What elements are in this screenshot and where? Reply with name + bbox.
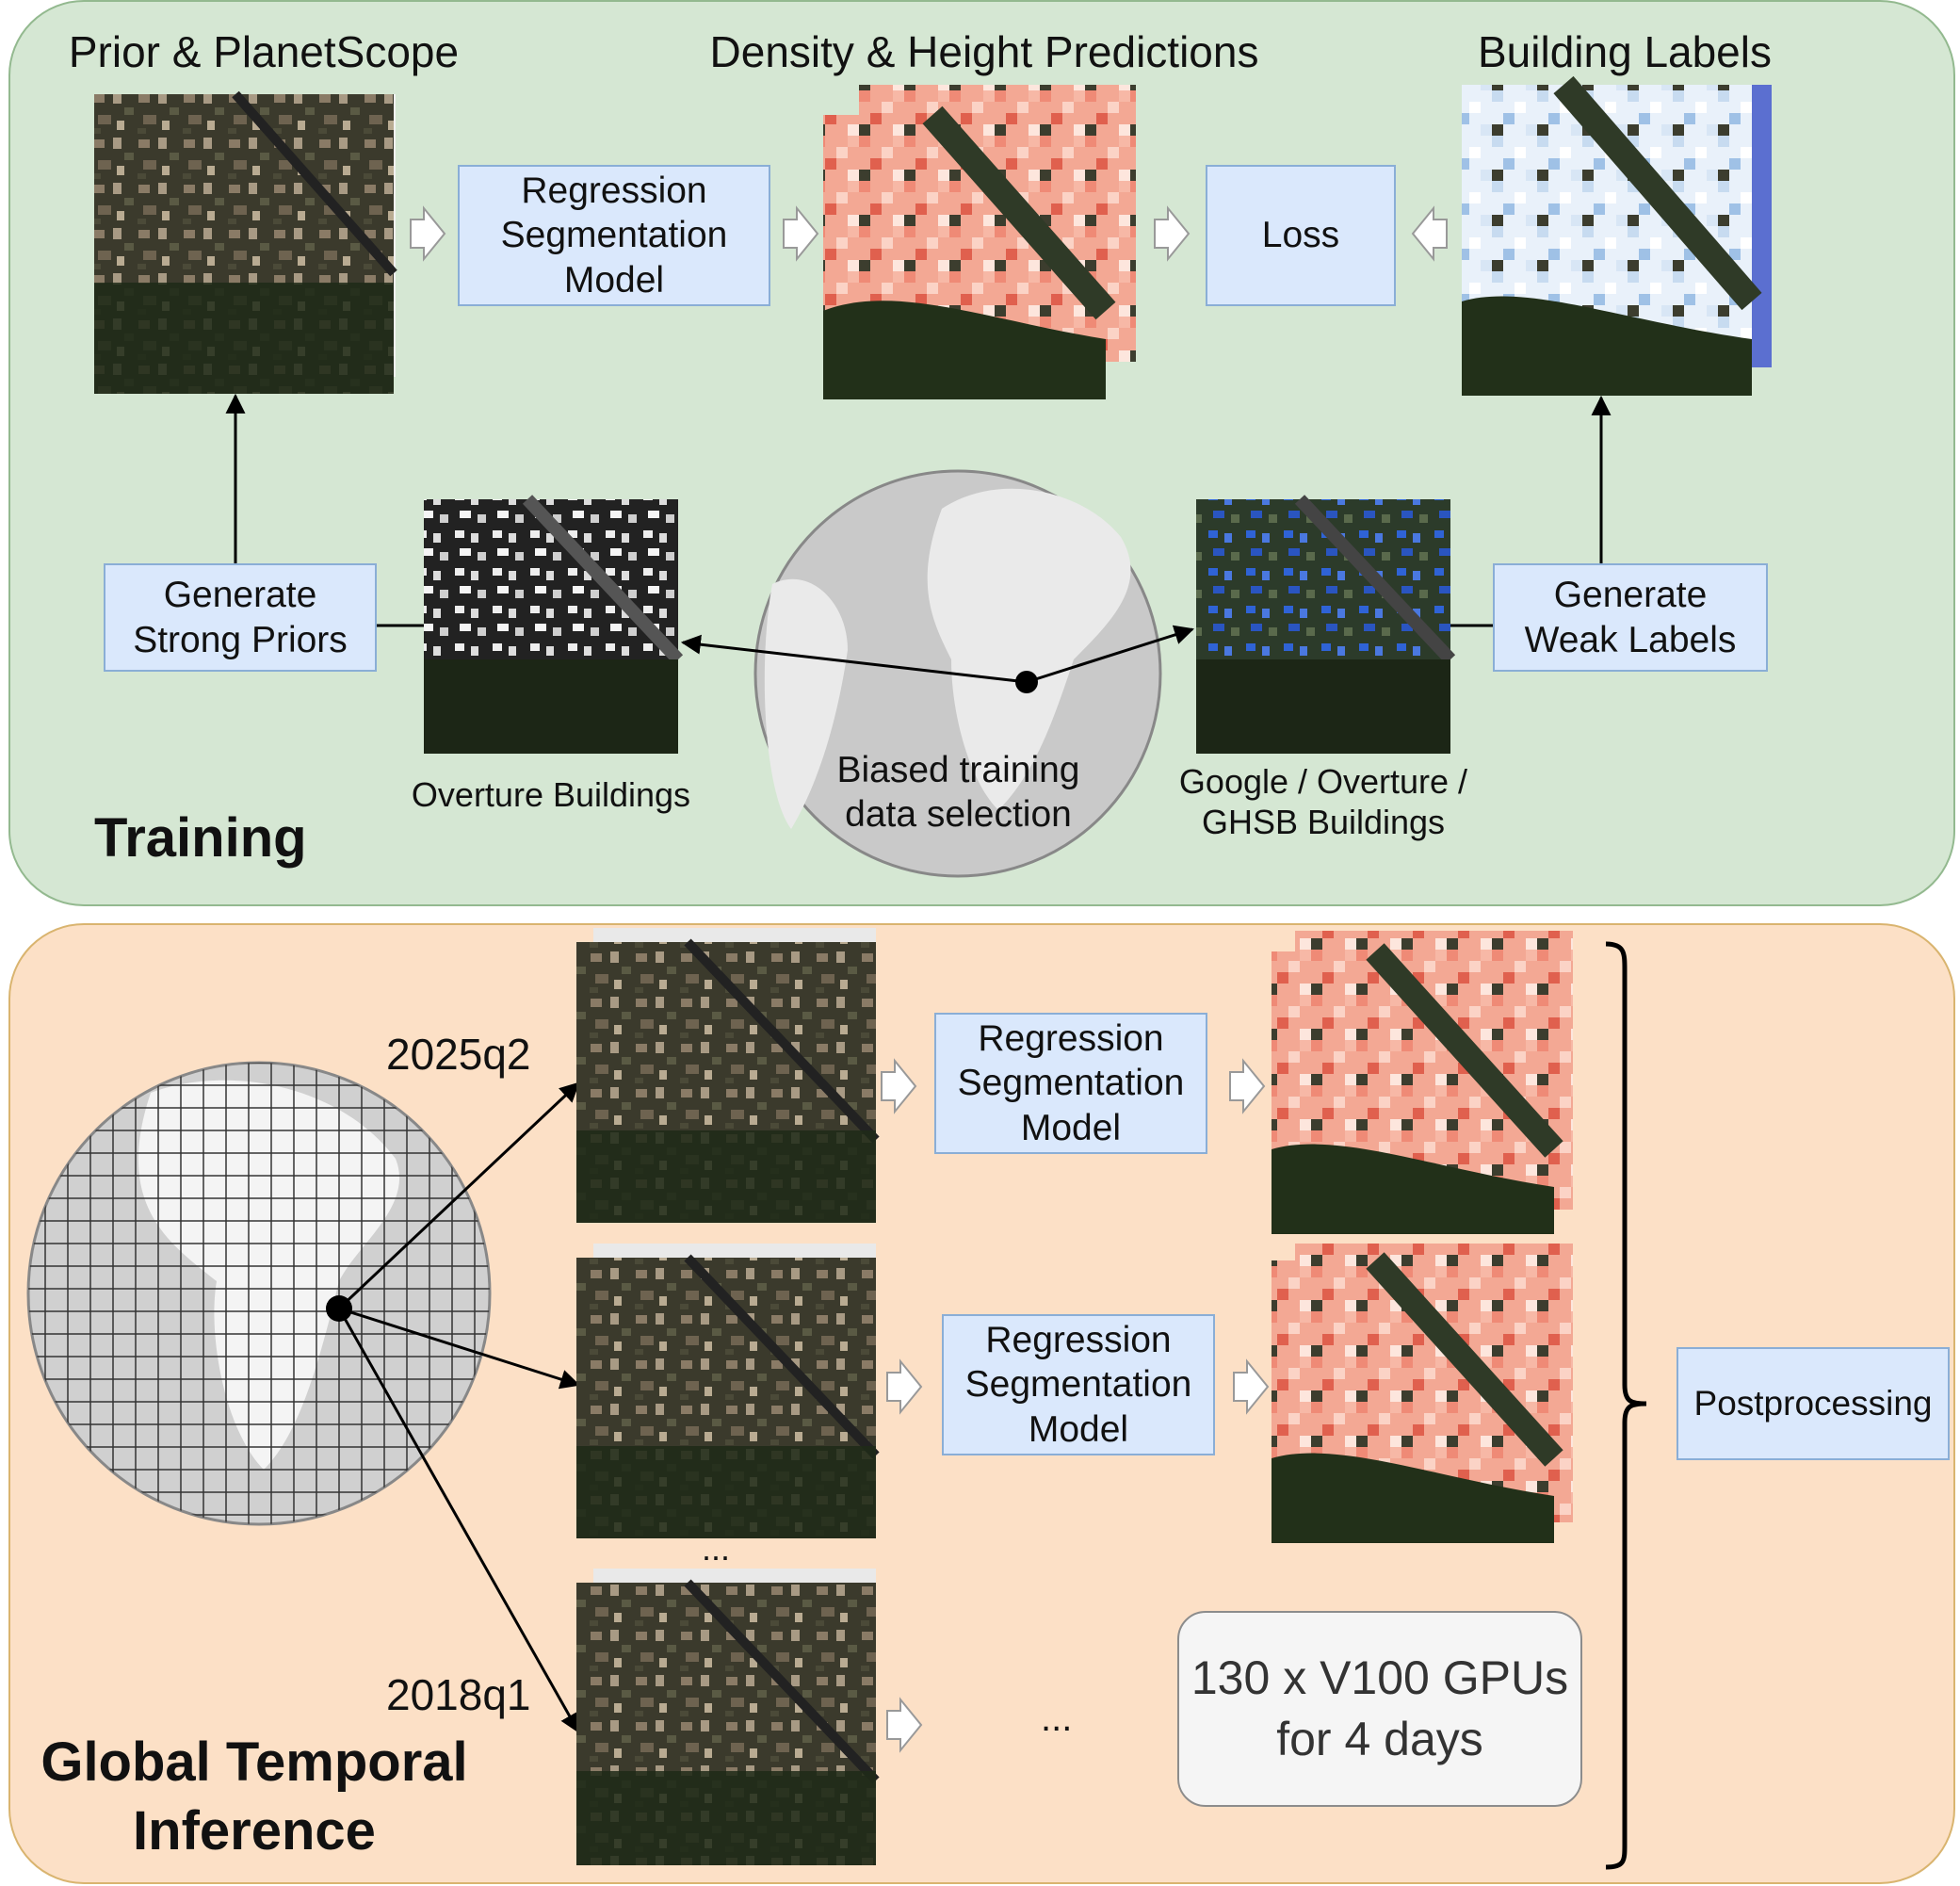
arrow-to-google bbox=[1026, 625, 1195, 684]
inference-model-box-1: Regression Segmentation Model bbox=[934, 1013, 1207, 1154]
block-arrow-inference-5 bbox=[886, 1697, 923, 1753]
globe-caption: Biased training data selection bbox=[836, 750, 1080, 835]
inference-tile-stack-2025q2 bbox=[576, 928, 880, 1223]
inference-model-box-2: Regression Segmentation Model bbox=[942, 1314, 1215, 1455]
google-buildings-tile bbox=[1196, 495, 1456, 754]
google-buildings-caption: Google / Overture / GHSB Buildings bbox=[1178, 762, 1468, 842]
loss-box: Loss bbox=[1206, 165, 1396, 306]
model-ellipsis: ... bbox=[1041, 1698, 1073, 1739]
arrow-to-2018q1 bbox=[337, 1308, 580, 1733]
block-arrow-inference-4 bbox=[1233, 1358, 1270, 1415]
inference-tile-stack-middle bbox=[576, 1244, 880, 1538]
header-density-height-predictions: Density & Height Predictions bbox=[709, 27, 1259, 76]
postprocessing-box: Postprocessing bbox=[1677, 1347, 1950, 1460]
gpu-note-label: 130 x V100 GPUs for 4 days bbox=[1191, 1651, 1569, 1765]
training-model-label: Regression Segmentation Model bbox=[500, 170, 728, 301]
inference-model-label-2: Regression Segmentation Model bbox=[964, 1319, 1192, 1450]
block-arrow-inference-2 bbox=[1229, 1058, 1266, 1114]
block-arrow-inference-3 bbox=[886, 1358, 923, 1415]
prior-planetscope-tile-stack bbox=[94, 90, 397, 394]
inference-prediction-stack-top bbox=[1272, 931, 1573, 1234]
block-arrow-labels-to-loss bbox=[1411, 205, 1448, 262]
inference-title: Global Temporal Inference bbox=[40, 1732, 468, 1862]
overture-buildings-caption: Overture Buildings bbox=[411, 775, 691, 814]
prediction-tile-stack bbox=[823, 85, 1136, 399]
overture-buildings-tile bbox=[424, 495, 684, 754]
generate-weak-labels-box: Generate Weak Labels bbox=[1493, 563, 1768, 672]
building-labels-tile-stack bbox=[1462, 75, 1772, 396]
stack-ellipsis: ... bbox=[702, 1529, 731, 1568]
arrow-to-middle-quarter bbox=[338, 1307, 581, 1390]
header-prior-planetscope: Prior & PlanetScope bbox=[68, 27, 460, 76]
time-label-2018q1: 2018q1 bbox=[386, 1670, 531, 1719]
training-title: Training bbox=[94, 807, 307, 869]
header-building-labels: Building Labels bbox=[1477, 27, 1772, 76]
postprocessing-label: Postprocessing bbox=[1693, 1384, 1933, 1423]
training-location-dot bbox=[1015, 671, 1038, 693]
arrow-to-2025q2 bbox=[337, 1081, 580, 1310]
arrow-to-overture bbox=[680, 634, 1028, 684]
block-arrow-inference-1 bbox=[881, 1058, 917, 1114]
inference-prediction-stack-middle bbox=[1272, 1244, 1573, 1543]
generate-strong-priors-box: Generate Strong Priors bbox=[104, 563, 377, 672]
block-arrow-predictions-to-loss bbox=[1154, 205, 1191, 262]
loss-label: Loss bbox=[1261, 215, 1340, 256]
time-label-2025q2: 2025q2 bbox=[386, 1030, 531, 1079]
inference-model-label-1: Regression Segmentation Model bbox=[957, 1017, 1185, 1148]
weak-labels-label: Generate Weak Labels bbox=[1524, 574, 1737, 660]
inference-globe bbox=[26, 1061, 492, 1526]
training-model-box: Regression Segmentation Model bbox=[458, 165, 770, 306]
block-arrow-input-to-model bbox=[410, 205, 446, 262]
postprocessing-brace bbox=[1605, 941, 1647, 1870]
inference-location-dot bbox=[326, 1295, 352, 1322]
strong-priors-label: Generate Strong Priors bbox=[133, 574, 348, 660]
inference-tile-stack-2018q1 bbox=[576, 1569, 880, 1865]
gpu-note-box: 130 x V100 GPUs for 4 days bbox=[1177, 1611, 1582, 1807]
block-arrow-model-to-predictions bbox=[783, 205, 819, 262]
